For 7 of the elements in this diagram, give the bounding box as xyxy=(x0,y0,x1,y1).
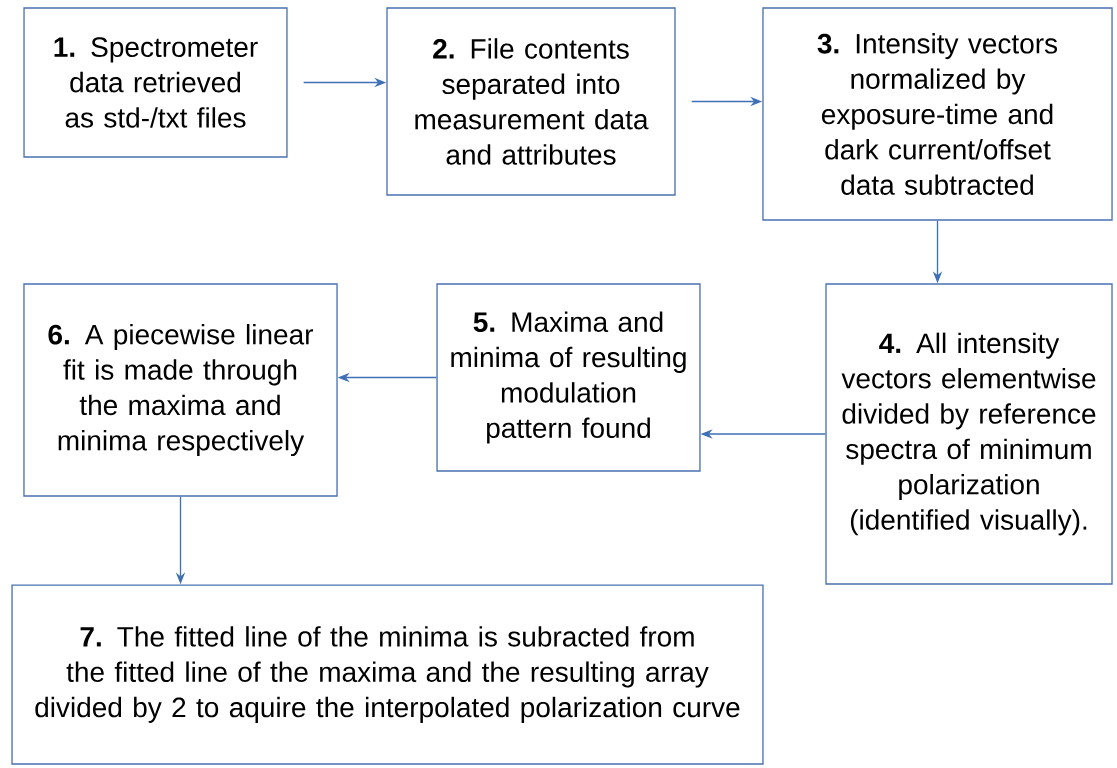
process-box: 3. Intensity vectors normalized by exposure-time and dark current/offset data subtracted xyxy=(762,7,1113,221)
process-box: 2. File contents separated into measurement data and attributes xyxy=(386,7,676,196)
process-box: 4. All intensity vectors elementwise divided by reference spectra of minimum polarization (identified visually). xyxy=(825,283,1113,585)
process-box: 1. Spectrometer data retrieved as std-/txt files xyxy=(23,7,288,158)
process-box: 5. Maxima and minima of resulting modulation pattern found xyxy=(436,283,701,472)
process-box: 7. The fitted line of the minima is subracted from the fitted line of the maxima and the resulting array divided by 2 to aquire the interpolated polarization curve xyxy=(11,584,764,765)
process-box: 6. A piecewise linear fit is made through the maxima and minima respectively xyxy=(23,283,338,497)
